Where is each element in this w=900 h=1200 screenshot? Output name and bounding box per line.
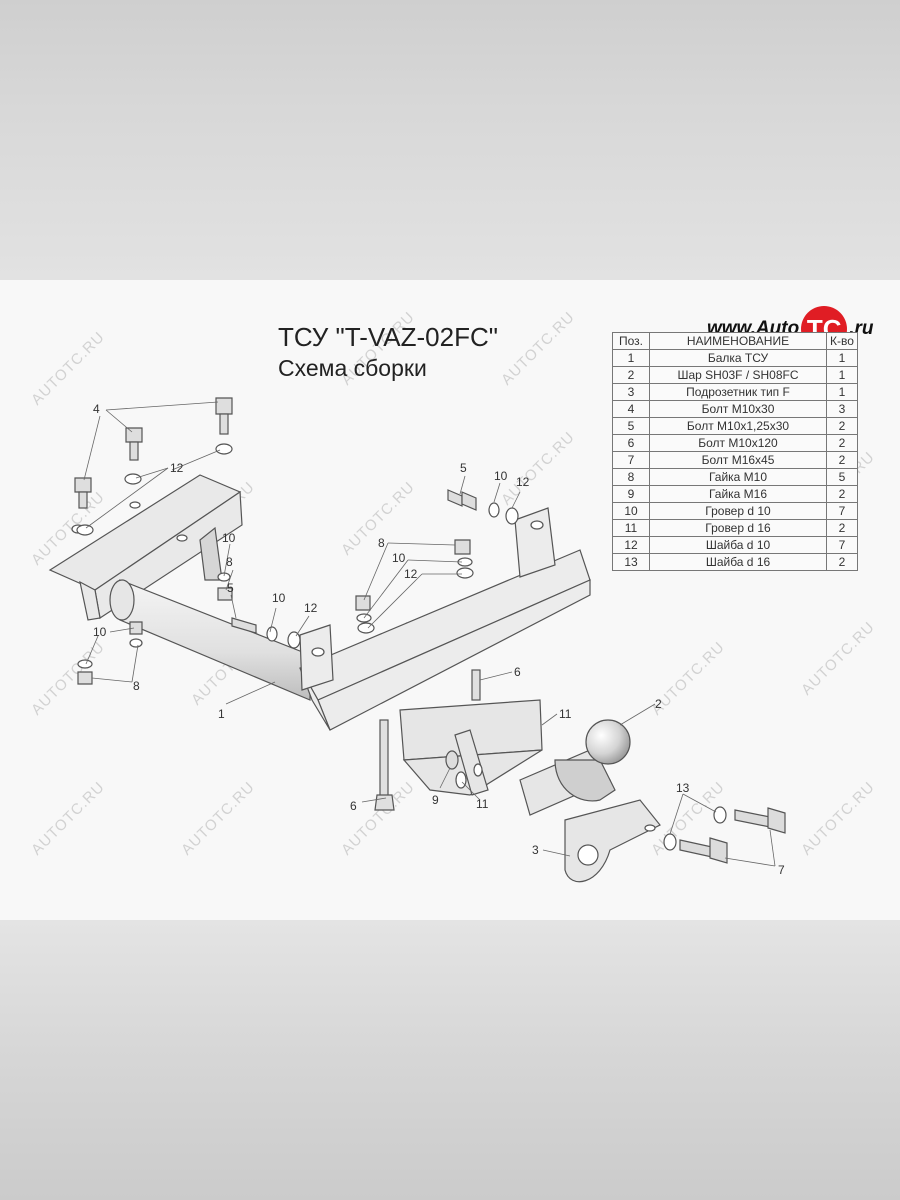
parts-table-header: Поз. НАИМЕНОВАНИЕ К-во [612,332,858,350]
callout-8: 8 [133,679,140,693]
callout-5: 5 [227,581,234,595]
top-fasteners [355,489,519,789]
row-name: Шар SH03F / SH08FC [649,366,827,384]
row-position: 11 [612,519,650,537]
row-quantity: 2 [826,519,858,537]
callout-labels: 4 12 10 8 5 10 12 10 8 1 5 10 12 8 10 12… [93,402,785,877]
leader-lines [83,401,776,867]
callout-1: 1 [218,707,225,721]
tow-bracket [399,699,543,796]
row-name: Шайба d 10 [649,536,827,554]
callout-6: 6 [350,799,357,813]
callout-2: 2 [655,697,662,711]
row-quantity: 5 [826,468,858,486]
callout-8: 8 [378,536,385,550]
row-name: Болт М10х30 [649,400,827,418]
row-position: 9 [612,485,650,503]
callout-10: 10 [494,469,508,483]
row-position: 12 [612,536,650,554]
row-quantity: 2 [826,434,858,452]
row-name: Болт М16х45 [649,451,827,469]
callout-3: 3 [532,843,539,857]
socket-plate [564,799,661,883]
row-name: Гровер d 16 [649,519,827,537]
row-quantity: 2 [826,417,858,435]
row-name: Гайка М10 [649,468,827,486]
callout-11: 11 [559,707,572,721]
row-position: 10 [612,502,650,520]
callout-11: 11 [476,797,489,811]
row-quantity: 2 [826,451,858,469]
row-position: 8 [612,468,650,486]
drawing-title: ТСУ "T-VAZ-02FC" [278,322,498,352]
callout-12: 12 [304,601,318,615]
row-name: Болт М10х120 [649,434,827,452]
blurred-background-bottom [0,920,900,1200]
callout-6: 6 [514,665,521,679]
row-position: 4 [612,400,650,418]
callout-12: 12 [516,475,530,489]
header-position: Поз. [612,332,650,350]
row-quantity: 3 [826,400,858,418]
callout-13: 13 [676,781,690,795]
callout-7: 7 [778,863,785,877]
row-name: Гайка М16 [649,485,827,503]
tow-ball [519,719,631,816]
row-quantity: 2 [826,485,858,503]
assembly-sheet: AUTOTC.RU AUTOTC.RU AUTOTC.RU AUTOTC.RU … [0,280,900,920]
callout-8: 8 [226,555,233,569]
header-name: НАИМЕНОВАНИЕ [649,332,827,350]
callout-10: 10 [392,551,406,565]
row-position: 7 [612,451,650,469]
callout-12: 12 [170,461,184,475]
row-name: Болт М10х1,25х30 [649,417,827,435]
row-quantity: 2 [826,553,858,571]
row-name: Шайба d 16 [649,553,827,571]
row-position: 3 [612,383,650,401]
callout-10: 10 [222,531,236,545]
assembly-drawing: 4 12 10 8 5 10 12 10 8 1 5 10 12 8 10 12… [48,397,786,883]
callout-4: 4 [93,402,100,416]
callout-5: 5 [460,461,467,475]
drawing-subtitle: Схема сборки [278,355,427,381]
row-name: Балка ТСУ [649,349,827,367]
bolt-m16x45 [663,806,786,864]
row-name: Гровер d 10 [649,502,827,520]
callout-9: 9 [432,793,439,807]
row-name: Подрозетник тип F [649,383,827,401]
header-quantity: К-во [826,332,858,350]
row-position: 13 [612,553,650,571]
blurred-background-top [0,0,900,280]
callout-10: 10 [93,625,107,639]
row-position: 1 [612,349,650,367]
row-quantity: 7 [826,502,858,520]
row-position: 5 [612,417,650,435]
callout-10: 10 [272,591,286,605]
row-quantity: 1 [826,383,858,401]
callout-12: 12 [404,567,418,581]
row-quantity: 1 [826,366,858,384]
row-quantity: 1 [826,349,858,367]
row-position: 6 [612,434,650,452]
row-position: 2 [612,366,650,384]
row-quantity: 7 [826,536,858,554]
crossbar [299,507,591,731]
